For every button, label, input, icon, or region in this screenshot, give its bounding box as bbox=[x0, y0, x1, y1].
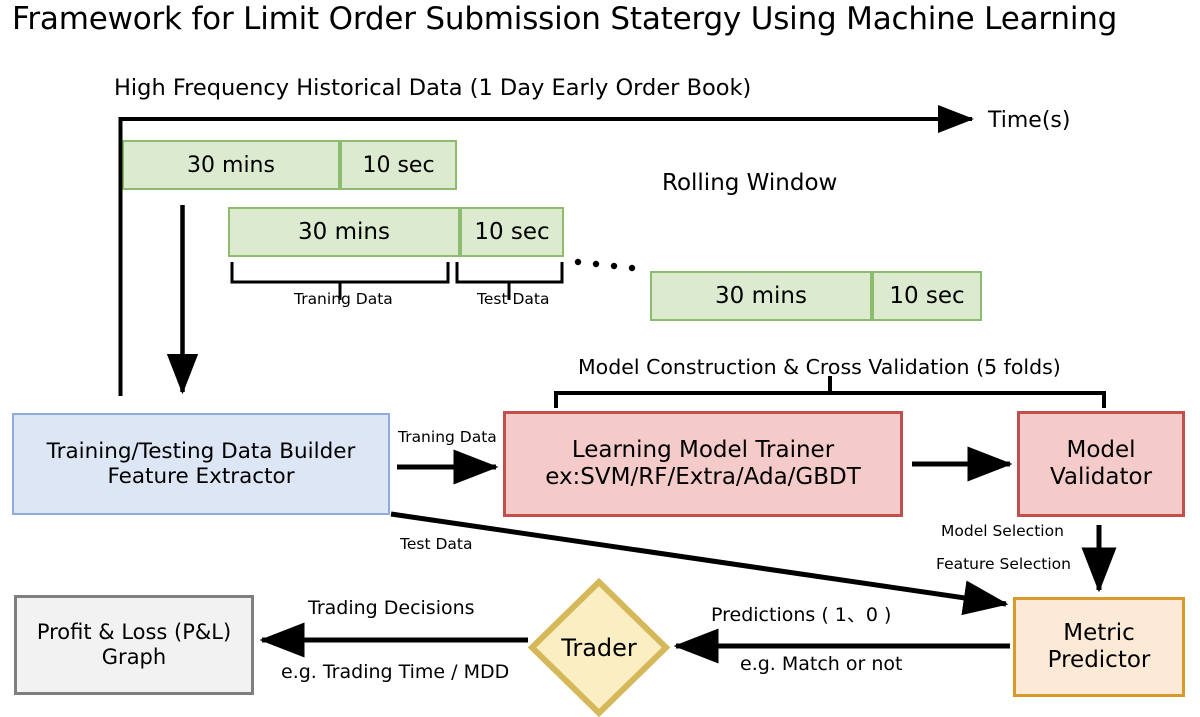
bracket-model-construction bbox=[554, 376, 1106, 408]
model-trainer-line2: ex:SVM/RF/Extra/Ada/GBDT bbox=[545, 464, 861, 490]
node-data-builder[interactable]: Training/Testing Data Builder Feature Ex… bbox=[12, 413, 390, 515]
pnl-graph-line2: Graph bbox=[101, 645, 167, 669]
data-source-label: High Frequency Historical Data (1 Day Ea… bbox=[114, 75, 752, 101]
window-2-train-label: 30 mins bbox=[298, 219, 390, 245]
window-2-train-block: 30 mins bbox=[228, 207, 460, 257]
node-metric-predictor[interactable]: Metric Predictor bbox=[1013, 597, 1185, 697]
model-construction-label: Model Construction & Cross Validation (5… bbox=[578, 355, 1061, 379]
metric-predictor-line1: Metric bbox=[1063, 620, 1135, 647]
arrow-test-data bbox=[390, 511, 1009, 616]
model-validator-line1: Model bbox=[1066, 437, 1136, 464]
data-builder-line1: Training/Testing Data Builder bbox=[46, 438, 356, 464]
model-validator-line2: Validator bbox=[1049, 464, 1153, 490]
model-trainer-line1: Learning Model Trainer bbox=[571, 437, 835, 464]
window-3-train-label: 30 mins bbox=[715, 283, 807, 309]
trader-diamond-shape bbox=[527, 577, 671, 717]
edge-label-test-data: Test Data bbox=[400, 535, 473, 553]
edge-label-predictions-note: e.g. Match or not bbox=[740, 653, 903, 675]
edge-label-training-data: Traning Data bbox=[398, 428, 497, 446]
time-axis-label: Time(s) bbox=[988, 108, 1071, 133]
node-trader[interactable]: Trader bbox=[527, 577, 671, 717]
window-3-test-label: 10 sec bbox=[889, 283, 965, 309]
metric-predictor-line2: Predictor bbox=[1047, 647, 1151, 673]
window-3-test-block: 10 sec bbox=[872, 271, 982, 321]
window-1-train-label: 30 mins bbox=[187, 152, 275, 178]
window-1-test-label: 10 sec bbox=[362, 152, 435, 178]
edge-label-predictions: Predictions ( 1、0 ) bbox=[711, 604, 892, 626]
window-2-test-block: 10 sec bbox=[460, 207, 564, 257]
ellipsis-dots bbox=[574, 258, 636, 272]
edge-label-trading-decisions-note: e.g. Trading Time / MDD bbox=[281, 661, 510, 683]
node-model-validator[interactable]: Model Validator bbox=[1017, 411, 1185, 517]
rolling-window-label: Rolling Window bbox=[662, 170, 838, 196]
trader-label: Trader bbox=[561, 633, 637, 662]
pnl-graph-line1: Profit & Loss (P&L) bbox=[36, 620, 232, 645]
edge-label-feature-selection: Feature Selection bbox=[936, 555, 1071, 573]
edge-label-model-selection: Model Selection bbox=[941, 522, 1064, 540]
window-1-train-block: 30 mins bbox=[122, 140, 340, 190]
edge-label-trading-decisions: Trading Decisions bbox=[308, 597, 475, 619]
node-model-trainer[interactable]: Learning Model Trainer ex:SVM/RF/Extra/A… bbox=[503, 411, 903, 517]
training-data-bracket-label: Traning Data bbox=[294, 290, 393, 308]
node-pnl-graph[interactable]: Profit & Loss (P&L) Graph bbox=[14, 595, 254, 695]
test-data-bracket-label: Test Data bbox=[477, 290, 550, 308]
window-1-test-block: 10 sec bbox=[340, 140, 457, 190]
page-title: Framework for Limit Order Submission Sta… bbox=[12, 1, 1118, 37]
window-2-test-label: 10 sec bbox=[474, 219, 550, 245]
window-3-train-block: 30 mins bbox=[650, 271, 872, 321]
data-builder-line2: Feature Extractor bbox=[107, 464, 295, 489]
